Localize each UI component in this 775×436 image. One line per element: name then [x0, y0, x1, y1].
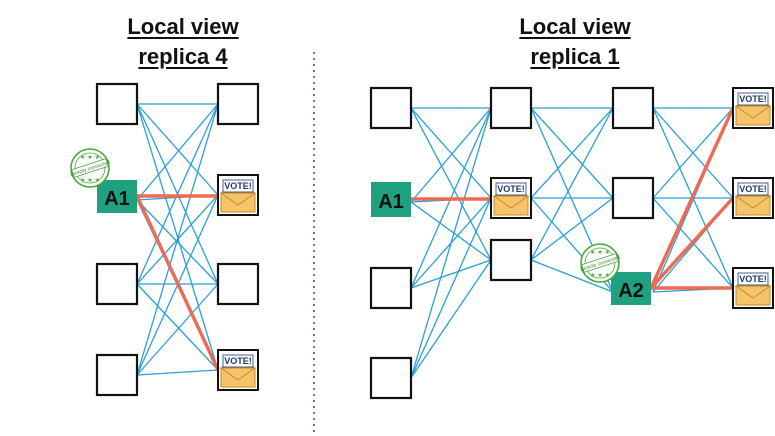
right-c-edge-1-0: [652, 107, 734, 199]
left-node-1-0: [216, 82, 260, 126]
right-a-edge-3-1: [410, 197, 492, 379]
left-edge-2-3: [136, 283, 219, 371]
vote-envelope-right-3-0: VOTE!: [732, 87, 774, 129]
stamp-left: Directly connected: [70, 148, 111, 188]
vote-edge-left-a1-3: [135, 194, 220, 372]
right-b-edge-2-0: [530, 107, 614, 261]
vote-envelope-right-3-2: VOTE!: [732, 267, 774, 309]
left-node-1-2: [216, 262, 260, 306]
left-edge-3-0: [136, 103, 219, 376]
highlighted-edges: [135, 106, 735, 372]
agent-a2-label: A2: [618, 280, 644, 302]
vote-envelope-right-3-1-label: VOTE!: [739, 184, 767, 194]
left-title-line1: Local view: [127, 14, 239, 39]
right-a-edge-3-2: [410, 259, 492, 379]
right-title-line2: replica 1: [530, 44, 620, 69]
right-a-edge-1-0: [410, 107, 492, 203]
agent-a2: A2: [611, 272, 651, 305]
right-title-line1: Local view: [519, 14, 631, 39]
left-edge-0-1: [136, 103, 219, 196]
vote-envelope-right-1: VOTE!: [490, 177, 532, 219]
left-node-0-0: [95, 82, 139, 126]
vote-envelope-left-3-label: VOTE!: [224, 356, 252, 366]
left-edge-1-2: [136, 199, 219, 285]
right-node-0-0: [369, 86, 413, 130]
right-a-edge-3-0: [410, 107, 492, 379]
agent-a1-left-label: A1: [104, 188, 130, 210]
right-node-1-0: [489, 86, 533, 130]
right-a-edge-1-2: [410, 201, 492, 261]
graph-nodes: VOTE! VOTE! VOTE! VOTE! VOTE! VOTE!: [95, 82, 774, 400]
vote-edge-a2-0: [649, 106, 735, 290]
left-node-0-2: [95, 262, 139, 306]
agent-a1-left: A1: [97, 180, 137, 213]
left-edge-1-0: [136, 103, 219, 201]
left-node-0-3: [95, 353, 139, 397]
right-a-edge-0-1: [410, 107, 492, 199]
right-a-edge-2-2: [410, 259, 492, 289]
vote-envelope-right-3-2-label: VOTE!: [739, 274, 767, 284]
left-edge-3-2: [136, 283, 219, 376]
graph-edges: [136, 103, 734, 379]
vote-envelope-right-3-0-label: VOTE!: [739, 94, 767, 104]
vote-envelope-right-3-1: VOTE!: [732, 177, 774, 219]
right-a-edge-0-2: [410, 107, 492, 261]
vote-edge-a2-1: [649, 196, 735, 290]
right-b-edge-1-0: [530, 107, 614, 199]
right-b-edge-2-1: [530, 197, 614, 261]
right-node-0-3: [369, 356, 413, 400]
vote-envelope-left-3: VOTE!: [217, 349, 259, 391]
agent-a1-right: A1: [371, 182, 411, 217]
vote-envelope-left-1: VOTE!: [217, 174, 259, 216]
left-edge-2-0: [136, 103, 219, 285]
vote-envelope-left-1-label: VOTE!: [224, 181, 252, 191]
agent-a1-right-label: A1: [378, 191, 404, 213]
right-b-edge-2-2: [530, 259, 614, 293]
left-panel-title: Local view replica 4: [78, 12, 288, 72]
right-node-1-2: [489, 238, 533, 282]
left-title-line2: replica 4: [138, 44, 228, 69]
vote-envelope-right-1-label: VOTE!: [497, 184, 525, 194]
right-node-2-1: [611, 176, 655, 220]
right-panel-title: Local view replica 1: [470, 12, 680, 72]
right-node-0-2: [369, 266, 413, 310]
right-node-2-0: [611, 86, 655, 130]
stamp-right: Directly connected: [580, 243, 621, 283]
left-edge-0-3: [136, 103, 219, 371]
left-edge-3-3: [136, 369, 219, 376]
